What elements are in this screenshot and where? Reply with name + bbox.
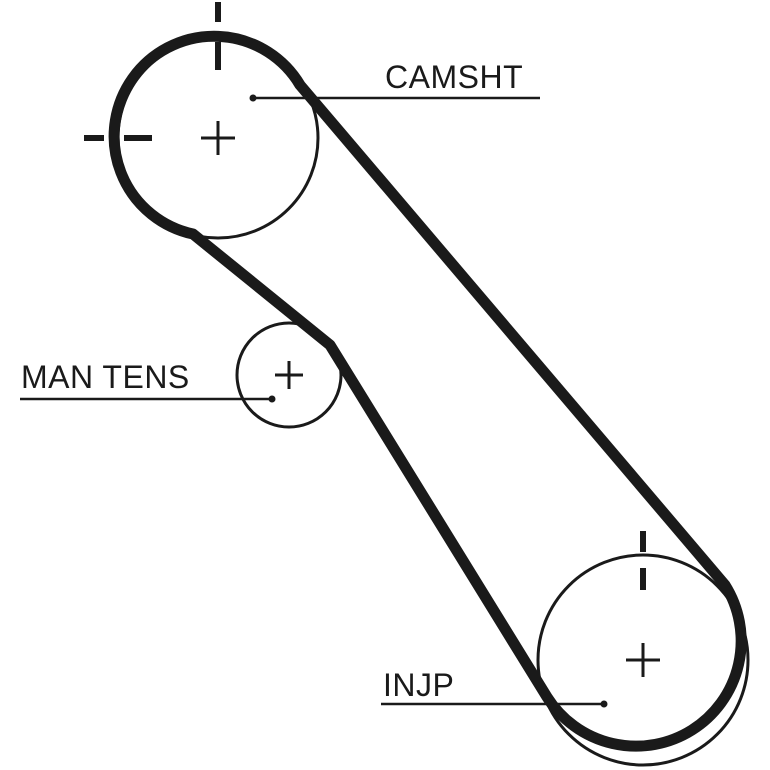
injection-pump-label: INJP [383, 667, 454, 703]
injection-pump-pulley [536, 553, 750, 767]
tensioner-leader [20, 395, 276, 403]
injection-pump-leader [381, 700, 608, 708]
camshaft-timing-mark-icon [84, 2, 221, 141]
timing-belt [108, 30, 747, 752]
camshaft-leader [249, 94, 540, 102]
tensioner-center-icon [275, 361, 303, 389]
tensioner-pulley [235, 321, 343, 429]
injection-pump-center-icon [626, 643, 660, 677]
tensioner-label: MAN TENS [21, 359, 190, 395]
camshaft-center-icon [201, 121, 235, 155]
camshaft-label: CAMSHT [385, 59, 523, 95]
camshaft-pulley [116, 36, 320, 240]
